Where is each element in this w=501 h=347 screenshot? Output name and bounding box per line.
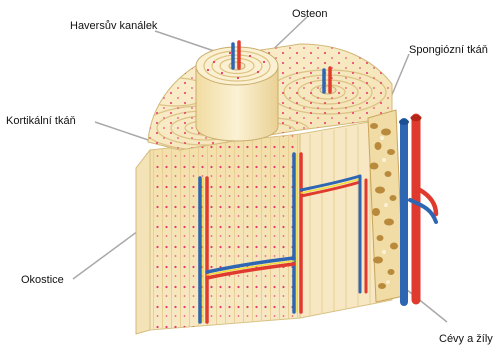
label-spongy-tissue: Spongiózní tkáň bbox=[409, 44, 488, 56]
label-vessels: Cévy a žíly bbox=[439, 333, 493, 345]
leader-periosteum bbox=[73, 231, 138, 279]
periosteum-strip bbox=[136, 150, 150, 334]
cortical-front-face bbox=[150, 130, 302, 335]
label-osteon: Osteon bbox=[292, 8, 327, 20]
label-periosteum: Okostice bbox=[21, 274, 64, 286]
label-cortical-tissue: Kortikální tkáň bbox=[6, 115, 76, 127]
osteon-cylinder bbox=[196, 47, 278, 141]
label-haversian-canal: Haversův kanálek bbox=[70, 20, 158, 32]
outer-vessels bbox=[399, 115, 436, 302]
